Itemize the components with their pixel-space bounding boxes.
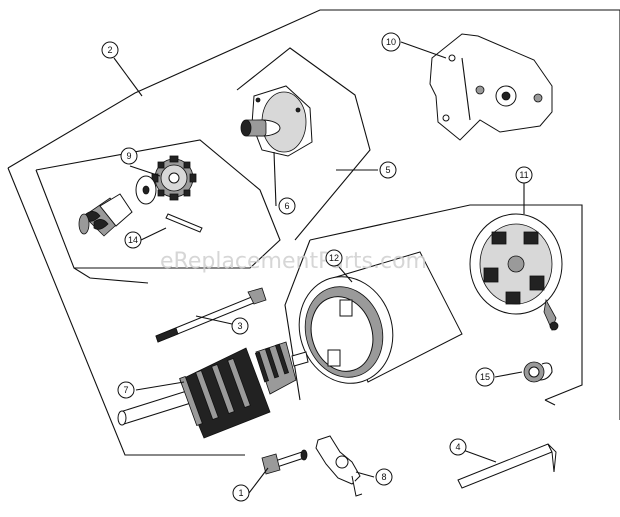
callout-12: 12 xyxy=(325,249,343,267)
svg-text:11: 11 xyxy=(519,170,528,180)
callout-15: 15 xyxy=(475,367,495,387)
callout-4: 4 xyxy=(449,438,467,456)
drive-assembly-part xyxy=(78,193,133,237)
callout-6: 6 xyxy=(278,197,296,215)
callout-2: 2 xyxy=(101,41,119,59)
callout-8: 8 xyxy=(375,468,393,486)
through-bolt-part xyxy=(155,287,267,343)
svg-text:15: 15 xyxy=(480,372,490,382)
callout-14: 14 xyxy=(124,231,142,249)
group-outlines xyxy=(7,9,620,456)
spring-part xyxy=(523,361,553,383)
brush-holder-part xyxy=(469,213,563,332)
frame-housing-part xyxy=(298,251,463,384)
svg-text:7: 7 xyxy=(123,385,128,395)
screw-part xyxy=(261,449,308,475)
svg-text:6: 6 xyxy=(284,201,289,211)
svg-text:9: 9 xyxy=(126,151,131,161)
callout-10: 10 xyxy=(381,32,401,52)
drive-housing-part xyxy=(240,85,313,157)
svg-text:4: 4 xyxy=(455,442,460,452)
bracket-part xyxy=(429,33,553,141)
svg-text:8: 8 xyxy=(381,472,386,482)
svg-text:14: 14 xyxy=(128,235,138,245)
callout-11: 11 xyxy=(515,166,533,184)
svg-text:3: 3 xyxy=(237,321,242,331)
svg-text:1: 1 xyxy=(238,488,243,498)
strip-bracket-part xyxy=(457,443,557,489)
leader-lines xyxy=(113,41,525,494)
svg-text:5: 5 xyxy=(385,165,390,175)
pinion-gear-part xyxy=(135,155,197,205)
callout-3: 3 xyxy=(231,317,249,335)
svg-text:10: 10 xyxy=(386,37,396,47)
watermark-text: eReplacementParts.com xyxy=(160,249,427,274)
armature-part xyxy=(117,341,309,439)
pin-part xyxy=(165,213,203,233)
callout-5: 5 xyxy=(379,161,397,179)
plate-part xyxy=(315,435,363,497)
callout-1: 1 xyxy=(232,484,250,502)
callout-9: 9 xyxy=(120,147,138,165)
callout-7: 7 xyxy=(117,381,135,399)
svg-text:12: 12 xyxy=(329,253,339,263)
svg-text:2: 2 xyxy=(107,45,112,55)
